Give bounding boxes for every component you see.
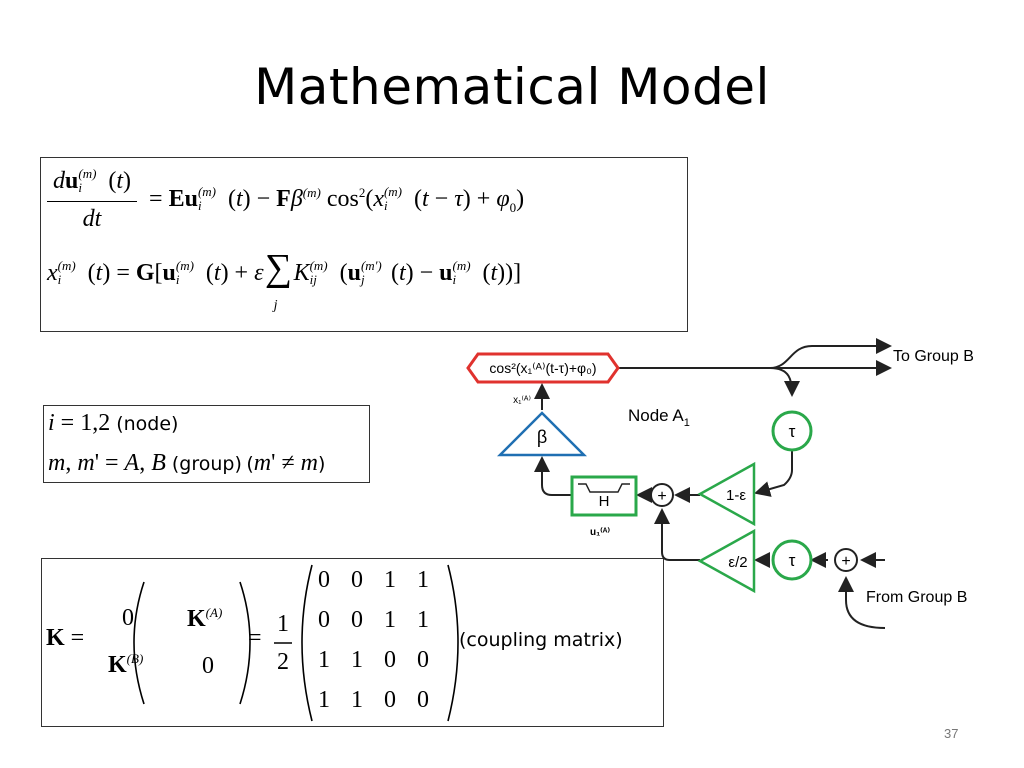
matrix-cell: 0 — [351, 567, 363, 593]
sum-bottom-plus: + — [841, 553, 850, 570]
node-label: (node) — [116, 413, 179, 435]
delay-tau-circle-bottom — [771, 539, 813, 581]
equation-1: du(m)i(t) dt = Eu(m)i(t) − Fβ(m) cos2(x(… — [47, 166, 524, 233]
matrix-cell: 0 — [318, 567, 330, 593]
sum-top-plus: + — [657, 488, 666, 505]
slide-title: Mathematical Model — [254, 58, 770, 116]
matrix-cell: 1 — [417, 607, 429, 633]
slide-number: 37 — [944, 726, 959, 741]
matrix-cell: 0 — [384, 687, 396, 713]
matrix-cell: 1 — [351, 687, 363, 713]
index-definitions-box: i = 1,2 (node) m, m' = A, B (group) (m' … — [43, 405, 370, 483]
to-group-label: To Group B — [893, 348, 974, 365]
beta-gain-triangle — [496, 411, 588, 457]
matrix-cell: 1 — [318, 687, 330, 713]
group-index-line: m, m' = A, B (group) (m' ≠ m) — [48, 450, 326, 476]
matrix-cell: 0 — [351, 607, 363, 633]
matrix-brackets — [133, 564, 459, 722]
matrix-cell: 1 — [384, 607, 396, 633]
group-label: (group) — [171, 453, 242, 475]
coupling-matrix-label: (coupling matrix) — [459, 629, 623, 651]
matrix-cell: 0 — [384, 647, 396, 673]
node-a1-label: Node A1 — [628, 406, 690, 429]
matrix-cell: 0 — [417, 647, 429, 673]
matrix-cell: 1 — [318, 647, 330, 673]
tau-label-top: τ — [789, 422, 796, 441]
x-node-label: x₁⁽ᴬ⁾ — [513, 395, 531, 406]
cos-block-label: cos²(x₁⁽ᴬ⁾(t-τ)+φ₀) — [489, 360, 596, 376]
delay-tau-circle-top — [771, 410, 813, 452]
u-node-label: u₁⁽ᴬ⁾ — [590, 527, 611, 538]
node-label-subscript: 1 — [684, 417, 690, 429]
sum-node-bottom — [834, 548, 858, 572]
beta-label: β — [537, 427, 547, 447]
node-label-text: Node A — [628, 406, 684, 425]
node-block-diagram: cos²(x₁⁽ᴬ⁾(t-τ)+φ₀) x₁⁽ᴬ⁾ β Node A1 τ 1-… — [466, 338, 974, 629]
cos-nonlinearity-block — [466, 352, 620, 384]
matrix-cell: 1 — [384, 567, 396, 593]
matrix-cell: 0 — [318, 607, 330, 633]
one-minus-eps-label: 1-ε — [726, 487, 746, 504]
node-index-line: i = 1,2 (node) — [48, 410, 179, 436]
derivative-fraction: du(m)i(t) dt — [47, 166, 138, 233]
matrix-cell: 1 — [417, 567, 429, 593]
tau-label-bottom: τ — [789, 551, 796, 570]
epsilon-half-triangle — [697, 528, 756, 594]
matrix-cell: 1 — [351, 647, 363, 673]
sum-node-top — [650, 483, 674, 507]
h-label: H — [599, 493, 610, 510]
model-equations-box: du(m)i(t) dt = Eu(m)i(t) − Fβ(m) cos2(x(… — [40, 157, 688, 332]
from-group-label: From Group B — [866, 589, 967, 606]
eps-half-label: ε/2 — [728, 554, 747, 571]
one-minus-epsilon-triangle — [697, 461, 756, 527]
matrix-cell: 0 — [417, 687, 429, 713]
